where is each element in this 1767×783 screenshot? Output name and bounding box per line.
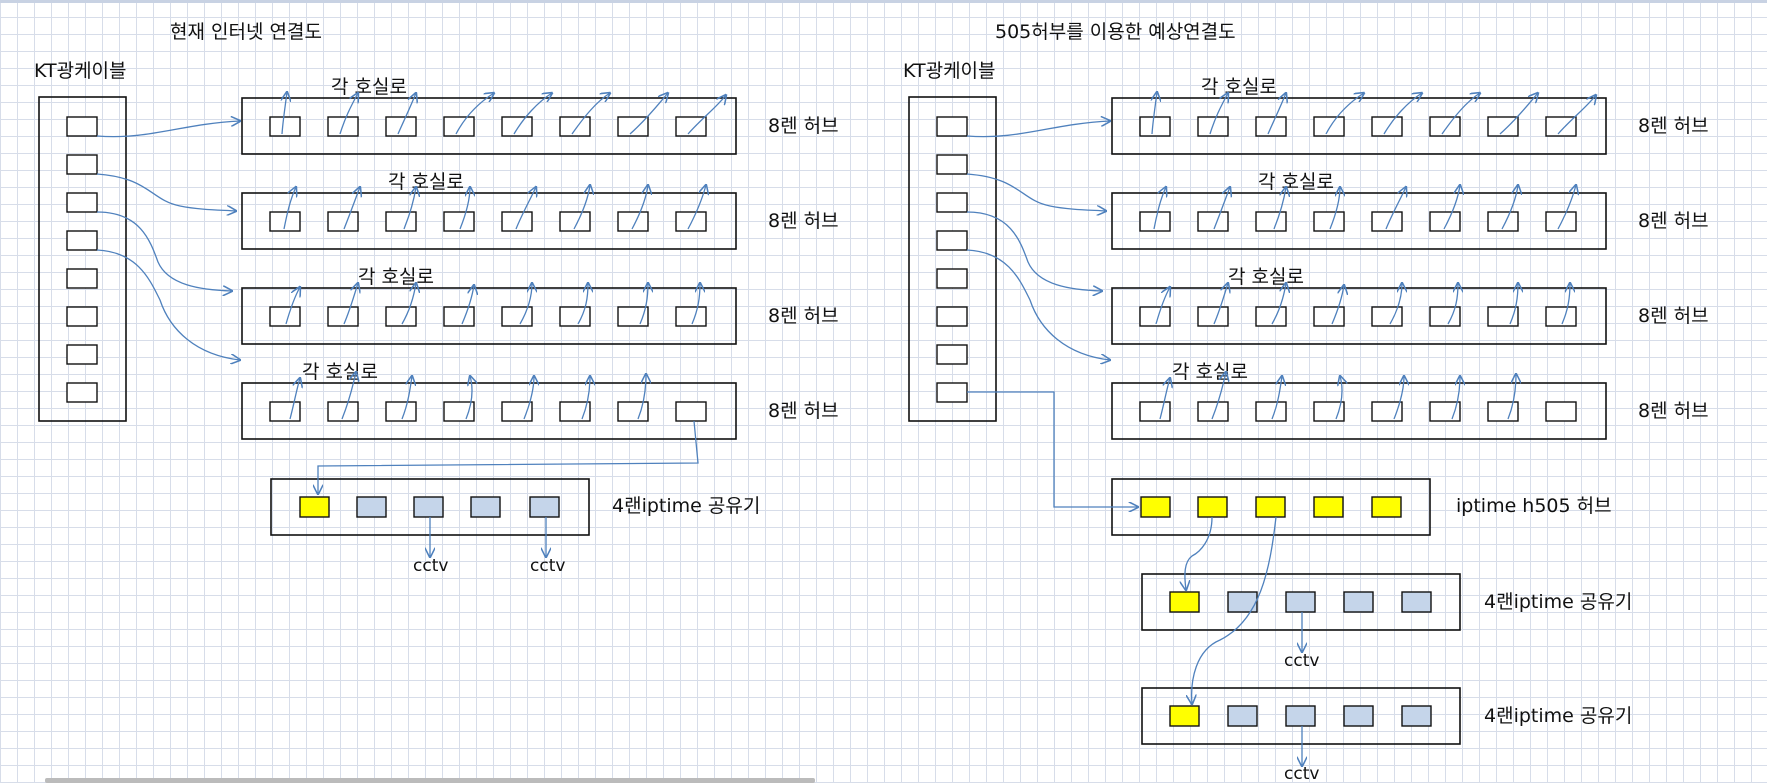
left-kt-fiber-panel bbox=[38, 96, 127, 422]
right-hub-2-label: 8렌 허브 bbox=[1638, 210, 1709, 232]
horizontal-scrollbar[interactable] bbox=[45, 778, 815, 783]
current-diagram-title: 현재 인터넷 연결도 bbox=[170, 21, 322, 43]
right-cctv-label-1: cctv bbox=[1284, 651, 1319, 671]
right-kt-fiber-panel bbox=[908, 96, 997, 422]
left-hub-4-room-label: 각 호실로 bbox=[302, 361, 378, 383]
expected-connection-diagram: 505허부를 이용한 예상연결도 KT광케이블 각 호실로 8렌 허브 bbox=[903, 21, 1709, 783]
fiber-port bbox=[66, 268, 98, 289]
fiber-port bbox=[66, 230, 98, 251]
right-hub-3-room-label: 각 호실로 bbox=[1228, 266, 1304, 288]
left-hub-1: 각 호실로 8렌 허브 bbox=[241, 76, 839, 155]
expected-diagram-title: 505허부를 이용한 예상연결도 bbox=[995, 21, 1236, 43]
fiber-port bbox=[66, 382, 98, 403]
current-connection-diagram: 현재 인터넷 연결도 KT광케이블 각 호실로 8렌 허브 bbox=[34, 21, 839, 576]
top-border bbox=[0, 0, 1767, 3]
right-hub-2-room-label: 각 호실로 bbox=[1258, 171, 1334, 193]
right-router-2-label: 4랜iptime 공유기 bbox=[1484, 705, 1632, 727]
left-hub-2: 각 호실로 8렌 허브 bbox=[241, 171, 839, 250]
left-hub-3-room-label: 각 호실로 bbox=[358, 266, 434, 288]
fiber-port bbox=[66, 306, 98, 327]
left-hub-2-label: 8렌 허브 bbox=[768, 210, 839, 232]
left-hub-3: 각 호실로 8렌 허브 bbox=[241, 266, 839, 345]
right-hub-3: 각 호실로 8렌 허브 bbox=[1111, 266, 1709, 345]
left-router-label: 4랜iptime 공유기 bbox=[612, 495, 760, 517]
right-cctv-label-2: cctv bbox=[1284, 764, 1319, 783]
left-hub-4-label: 8렌 허브 bbox=[768, 400, 839, 422]
right-hub-4-room-label: 각 호실로 bbox=[1172, 361, 1248, 383]
right-router-2: 4랜iptime 공유기 bbox=[1141, 687, 1632, 745]
right-hub-1-label: 8렌 허브 bbox=[1638, 115, 1709, 137]
left-kt-fiber-label: KT광케이블 bbox=[34, 60, 127, 82]
left-hub-2-room-label: 각 호실로 bbox=[388, 171, 464, 193]
fiber-port bbox=[66, 154, 98, 175]
left-cctv-label-2: cctv bbox=[530, 556, 565, 576]
right-hub-1-room-label: 각 호실로 bbox=[1201, 76, 1277, 98]
left-hub-1-room-label: 각 호실로 bbox=[331, 76, 407, 98]
right-hub-1: 각 호실로 8렌 허브 bbox=[1111, 76, 1709, 155]
right-h505-hub: iptime h505 허브 bbox=[1111, 478, 1612, 536]
left-hub-4: 각 호실로 8렌 허브 bbox=[241, 361, 839, 440]
right-router-1: 4랜iptime 공유기 bbox=[1141, 573, 1632, 631]
fiber-port bbox=[66, 344, 98, 365]
right-h505-hub-label: iptime h505 허브 bbox=[1456, 495, 1612, 517]
right-hub-2: 각 호실로 8렌 허브 bbox=[1111, 171, 1709, 250]
right-hub-4-label: 8렌 허브 bbox=[1638, 400, 1709, 422]
right-hub-3-label: 8렌 허브 bbox=[1638, 305, 1709, 327]
left-router: 4랜iptime 공유기 bbox=[270, 478, 760, 536]
fiber-port bbox=[66, 192, 98, 213]
right-kt-fiber-label: KT광케이블 bbox=[903, 60, 996, 82]
left-hub-1-label: 8렌 허브 bbox=[768, 115, 839, 137]
left-cctv-label-1: cctv bbox=[413, 556, 448, 576]
right-hub-4: 각 호실로 8렌 허브 bbox=[1111, 361, 1709, 440]
right-router-1-label: 4랜iptime 공유기 bbox=[1484, 591, 1632, 613]
fiber-port bbox=[66, 116, 98, 137]
left-hub-3-label: 8렌 허브 bbox=[768, 305, 839, 327]
